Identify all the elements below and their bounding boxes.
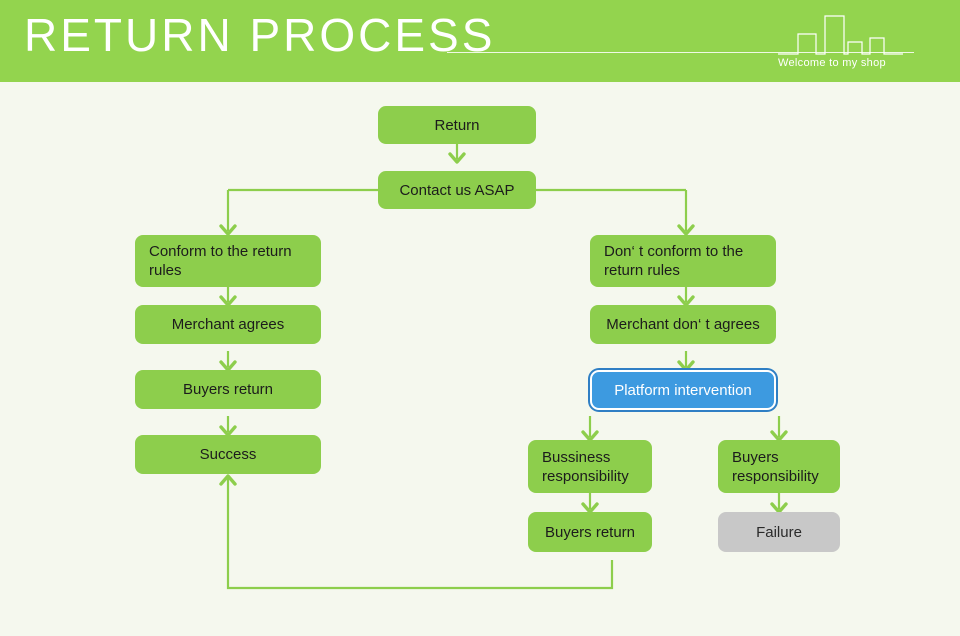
header-tagline: Welcome to my shop <box>778 57 886 69</box>
node-merchant-dont-agrees-label: Merchant don‘ t agrees <box>606 316 760 333</box>
flowchart-canvas: Return Contact us ASAP Conform to the re… <box>0 82 960 636</box>
arrowhead-contact-to-not-conform <box>677 224 695 236</box>
node-buyers-responsibility[interactable]: Buyers responsibility <box>718 440 840 493</box>
node-merchant-dont-agrees[interactable]: Merchant don‘ t agrees <box>590 305 776 344</box>
node-buyers-return-right[interactable]: Buyers return <box>528 512 652 552</box>
node-failure-label: Failure <box>756 523 802 541</box>
node-buyers-responsibility-label: Buyers responsibility <box>732 448 819 485</box>
node-conform-to-return-rules-label: Conform to the return rules <box>149 243 292 279</box>
node-conform-to-return-rules[interactable]: Conform to the return rules <box>135 235 321 287</box>
node-platform-intervention-label: Platform intervention <box>614 381 752 399</box>
header-divider <box>447 52 914 53</box>
node-failure[interactable]: Failure <box>718 512 840 552</box>
node-dont-conform-to-return-rules-label: Don‘ t conform to the return rules <box>604 243 744 279</box>
arrowhead-return-to-contact <box>448 152 466 164</box>
node-buyers-return-right-label: Buyers return <box>544 523 636 541</box>
node-merchant-agrees[interactable]: Merchant agrees <box>135 305 321 344</box>
node-return-label: Return <box>434 116 480 134</box>
node-contact-us-asap-label: Contact us ASAP <box>399 181 515 199</box>
flowchart-connectors <box>219 143 788 590</box>
node-merchant-agrees-label: Merchant agrees <box>171 316 285 333</box>
node-buyers-return-left[interactable]: Buyers return <box>135 370 321 409</box>
node-success[interactable]: Success <box>135 435 321 474</box>
node-bussiness-responsibility[interactable]: Bussiness responsibility <box>528 440 652 493</box>
city-skyline-icon <box>778 14 903 55</box>
node-return[interactable]: Return <box>378 106 536 144</box>
page-title: RETURN PROCESS <box>24 9 496 61</box>
edge-buyers-return-loop-to-success <box>226 476 614 590</box>
node-platform-intervention[interactable]: Platform intervention <box>590 370 776 410</box>
node-dont-conform-to-return-rules[interactable]: Don‘ t conform to the return rules <box>590 235 776 287</box>
arrowhead-contact-to-conform <box>219 224 237 236</box>
arrowhead-loop-to-success <box>219 474 237 486</box>
node-success-label: Success <box>199 446 257 463</box>
node-bussiness-responsibility-label: Bussiness responsibility <box>542 448 629 485</box>
page-header: RETURN PROCESS Welcome to my shop <box>0 0 960 82</box>
node-contact-us-asap[interactable]: Contact us ASAP <box>378 171 536 209</box>
node-buyers-return-left-label: Buyers return <box>182 381 274 398</box>
